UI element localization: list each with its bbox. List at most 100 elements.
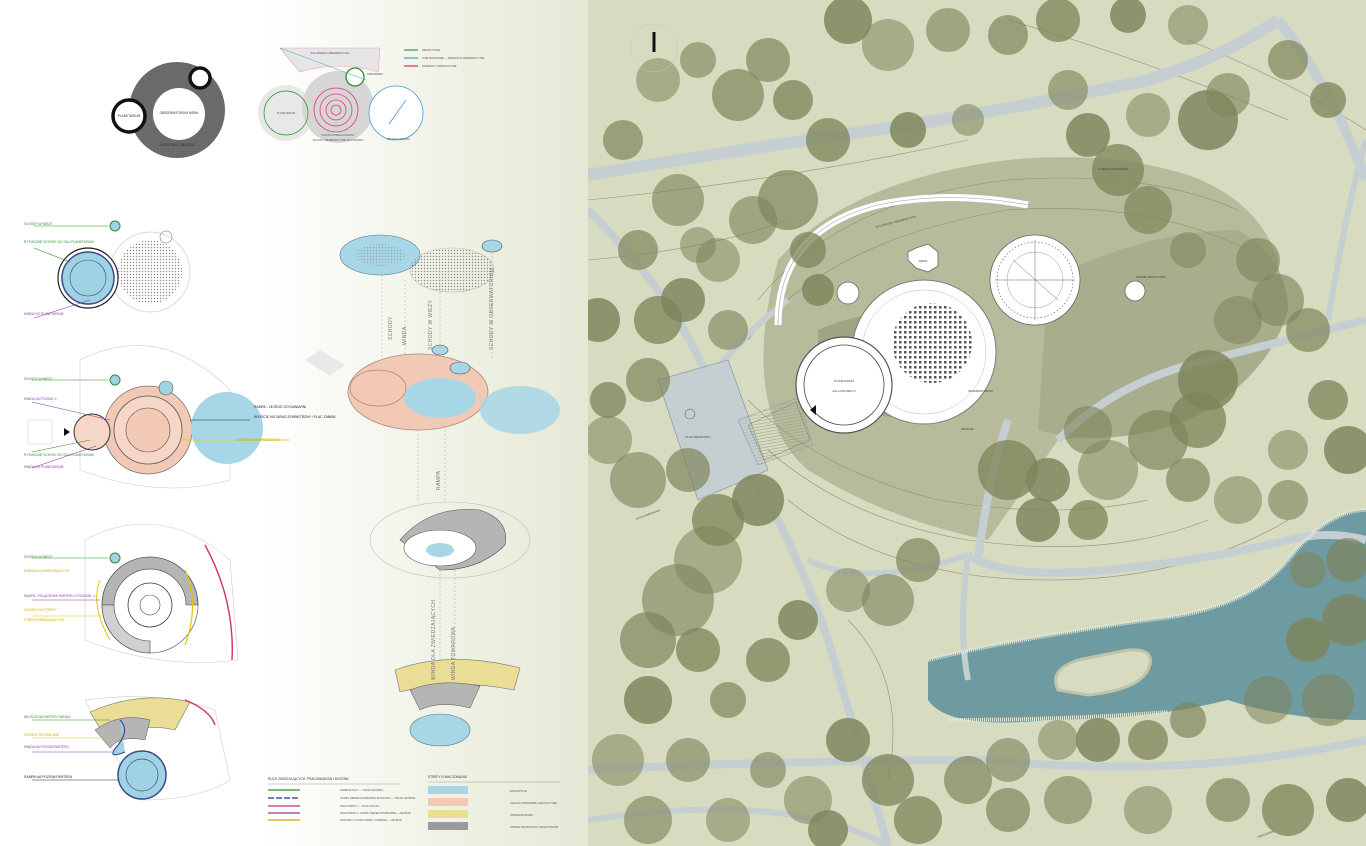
- tree-canopy: [1286, 618, 1330, 662]
- tower-label: WIEŻA: [919, 258, 928, 263]
- tree-canopy: [1236, 238, 1280, 282]
- tree-canopy: [1214, 296, 1262, 344]
- tree-canopy: [661, 278, 705, 322]
- legend-movement-row-0: ZWIEDZAJĄCY — TRASA GŁÓWNA: [340, 787, 383, 792]
- axo-label-ramp: RAMPA: [436, 470, 442, 490]
- axo-label-freight-lift: WINDA TOWAROWA: [451, 626, 457, 680]
- legend-top-text-0: WIDOKI STAŁE: [422, 48, 441, 52]
- f3-stairs-tower-label: SCHODY W WIEŻY: [24, 554, 53, 559]
- tree-canopy: [710, 682, 746, 718]
- legend-movement-row-1: OSOBY NIEPEŁNOSPRAWNE RUCHOWO — TRASA GŁ…: [340, 795, 416, 800]
- tree-canopy: [666, 738, 710, 782]
- legend-top-text-2: ELEMENTY ORIENTACYJNE: [422, 64, 457, 68]
- axo-label-stairs: SCHODY: [388, 316, 394, 340]
- tree-canopy: [986, 738, 1030, 782]
- tree-canopy: [1048, 70, 1088, 110]
- f4-lift-label: WINDA NA POZIOM PARTERU: [24, 745, 70, 749]
- tree-canopy: [862, 574, 914, 626]
- bubble-observatory-label: OBSERWATORIUM NIEBA: [160, 111, 200, 115]
- tree-canopy: [1290, 552, 1326, 588]
- entrance-stairs: [747, 401, 811, 461]
- tree-canopy: [1170, 702, 1206, 738]
- tree-canopy: [712, 69, 764, 121]
- tree-canopy: [1068, 500, 1108, 540]
- f2-ramp-label: RAMPA - ZEJŚCIE DO KAWIARNI: [254, 404, 306, 409]
- axo-label-visitor-lift: WINDA DLA ZWIEDZAJĄCYCH: [431, 600, 437, 680]
- tree-canopy: [862, 19, 914, 71]
- tree-canopy: [708, 310, 748, 350]
- pond-island: [1054, 648, 1152, 697]
- kolumnada-label: KOLUMNADA OBSERWACYJNA: [311, 51, 350, 55]
- bubble-planetarium-label: PLANETARIUM: [118, 114, 141, 118]
- tree-canopy: [1286, 308, 1330, 352]
- tree-canopy: [624, 796, 672, 844]
- tree-canopy: [1044, 776, 1092, 824]
- f2-stairs-tower-label: SCHODY W WIEŻY: [24, 376, 53, 381]
- tree-canopy: [802, 274, 834, 306]
- site-plan: PLAC WEJŚCIOWY ULICA OGRODOWA KOLUMNADA …: [576, 0, 1366, 846]
- axo-label-lift: WINDA: [402, 326, 408, 345]
- tree-canopy: [978, 440, 1038, 500]
- tree-canopy: [1308, 380, 1348, 420]
- stairs-sub-label: SCHODY OBSERWACYJNE DO POZIOMU: [313, 138, 364, 142]
- tree-canopy: [1178, 350, 1238, 410]
- site-plan-canvas: PLAC WEJŚCIOWY ULICA OGRODOWA KOLUMNADA …: [576, 0, 1366, 846]
- legend-zones-title: STREFY FUNKCJONALNE: [428, 775, 467, 779]
- legend-movement-row-3: PRACOWNICY I OSOBY NIEPEŁNOSPRAWNE — ZEJ…: [340, 810, 411, 815]
- tree-canopy: [988, 15, 1028, 55]
- tree-canopy: [680, 42, 716, 78]
- tree-canopy: [890, 112, 926, 148]
- floor-plan-level-4: WEJŚCIE NA PARTER I WINDA SCHODY TECHNIC…: [24, 696, 231, 801]
- tree-canopy: [746, 638, 790, 682]
- tree-canopy: [1126, 93, 1170, 137]
- tree-canopy: [706, 798, 750, 842]
- courtyard-bubble-label: DZIEDZINIEC: [367, 72, 383, 76]
- tree-canopy: [926, 8, 970, 52]
- tree-canopy: [603, 120, 643, 160]
- tree-canopy: [732, 474, 784, 526]
- tree-canopy: [1124, 186, 1172, 234]
- tree-canopy: [1268, 430, 1308, 470]
- observatory-bubble-label: OBSERWATORIUM: [386, 137, 409, 141]
- tree-canopy: [746, 38, 790, 82]
- ramp-label: WEJŚCIE: [961, 426, 974, 431]
- tree-canopy: [778, 600, 818, 640]
- floor-plan-level-1: SCHODY W WIEŻY RYTMICZNE SCHODY DO SALI …: [24, 220, 191, 319]
- tree-canopy: [1064, 406, 1112, 454]
- tree-canopy: [1124, 786, 1172, 834]
- floor-plan-level-3: SCHODY W WIEŻY WINDA DLA ZWIEDZAJĄCYCH R…: [24, 523, 239, 663]
- f3-yellow-zone-label: STREFA ZWIEDZAJĄCYCH: [24, 618, 65, 622]
- tree-canopy: [824, 0, 872, 44]
- tree-canopy: [1026, 458, 1070, 502]
- tree-canopy: [1268, 480, 1308, 520]
- tree-canopy: [618, 230, 658, 270]
- legend-movement-title: RUCH ZWIEDZAJĄCYCH, PRACOWNIKÓW I DOSTAW: [268, 776, 348, 781]
- legend-zones-row-0: EKSPOZYCJA: [510, 789, 527, 793]
- observatory-plan-label: OBSERWATORIUM: [968, 389, 994, 393]
- tree-canopy: [1310, 82, 1346, 118]
- tree-canopy: [636, 58, 680, 102]
- tree-canopy: [750, 752, 786, 788]
- garden-label: OGRÓD KOSMOLOGICZNY: [321, 132, 355, 137]
- bubble-courtyard-label: DZIEDZINIEC WEJŚCIA: [159, 142, 195, 147]
- tree-canopy: [894, 796, 942, 844]
- tree-canopy: [1252, 274, 1304, 326]
- f2-lift-level-label: WINDA NA POZIOM -1: [24, 397, 57, 401]
- tree-canopy: [1110, 0, 1146, 33]
- right-bubble-planetarium-label: PLANETARIUM: [277, 111, 295, 115]
- tree-canopy: [986, 788, 1030, 832]
- f1-stairs-hall-label: RYTMICZNE SCHODY DO SALI PLANETARIUM: [24, 240, 94, 244]
- tree-canopy: [1078, 440, 1138, 500]
- tree-canopy: [944, 756, 992, 804]
- tree-canopy: [1178, 90, 1238, 150]
- tree-canopy: [758, 170, 818, 230]
- tree-canopy: [592, 734, 644, 786]
- axo-label-observatory-stairs: SCHODY W OBSERWATORIUM: [489, 268, 495, 350]
- f1-lift-label: WINDA DO PLANETARIUM: [24, 312, 64, 316]
- legend-zones-row-1: SALE DO PROGRAMU I EDUKACYJNE: [510, 801, 557, 805]
- tree-canopy: [952, 104, 984, 136]
- entrance-square-label: PLAC WEJŚCIOWY: [685, 434, 710, 439]
- tree-canopy-layer: [576, 0, 1366, 846]
- diagram-canvas: PLANETARIUM OBSERWATORIUM NIEBA DZIEDZIN…: [24, 47, 560, 830]
- f2-ramp2-label: WYJŚCIE NA TARAS ZEWNĘTRZNY I PLAC ZABAW: [254, 414, 336, 419]
